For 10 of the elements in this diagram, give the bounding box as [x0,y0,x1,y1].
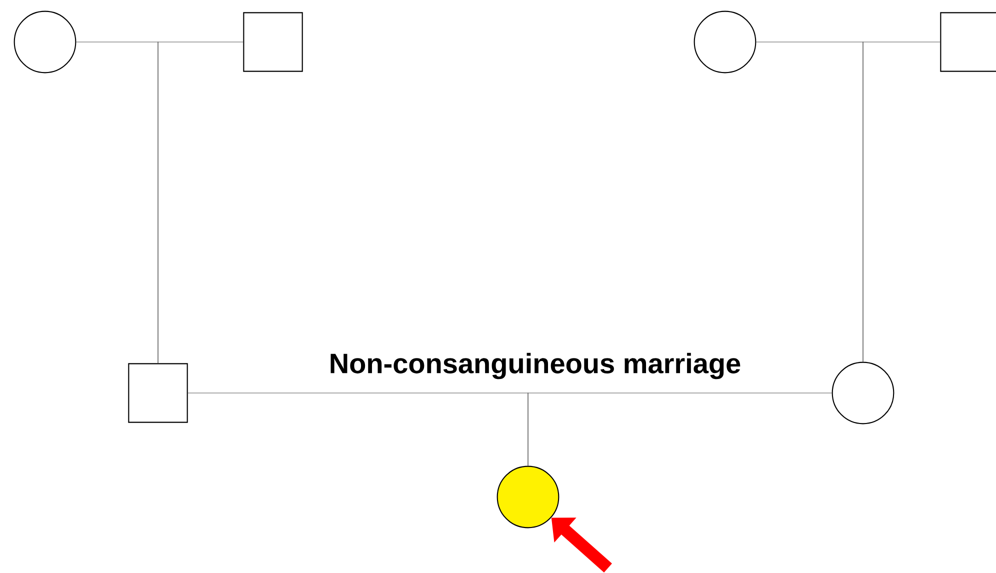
pedigree-line [528,392,832,466]
pedigree-line [862,42,940,362]
female-circle [832,362,894,424]
male-square [128,363,188,423]
pedigree-line [158,42,244,364]
male-square [243,12,303,72]
female-circle [496,466,560,528]
caption-text: Non-consanguineous marriage [326,350,744,382]
female-circle [694,10,756,74]
female-circle [14,10,76,74]
